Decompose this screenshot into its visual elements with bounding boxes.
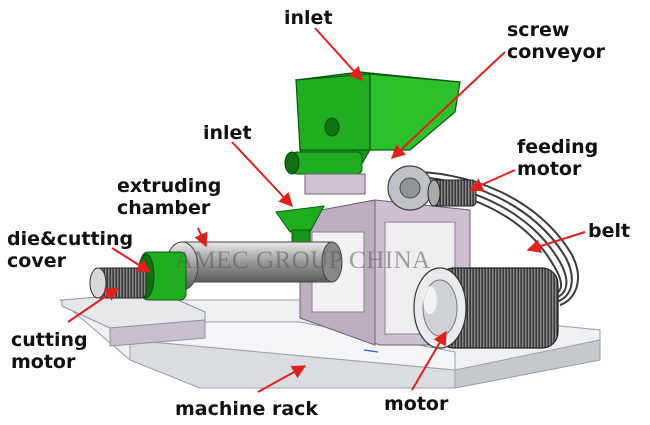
label-extruding-chamber: extruding chamber [117,175,222,219]
arrow-extruding-chamber [194,227,208,248]
inlet-small [275,205,325,243]
arrow-cutting-motor [67,287,120,323]
label-screw-conveyor: screw conveyor [507,19,605,63]
watermark: AMEC GROUP CHINA [175,247,431,274]
screw-conveyor [284,71,462,195]
main-motor [413,267,559,349]
arrow-feeding-motor [468,169,516,192]
label-machine-rack: machine rack [175,398,319,420]
pulley [387,165,433,211]
label-belt: belt [588,220,631,242]
label-inlet-top: inlet [284,7,333,29]
arrow-inlet-mid [231,141,293,208]
label-cutting-motor: cutting motor [11,329,88,373]
arrow-screw-conveyor [390,51,506,159]
arrow-die-cutting-cover [111,247,152,273]
arrow-belt [526,231,586,253]
label-inlet-mid: inlet [203,122,252,144]
label-feeding-motor: feeding motor [517,136,599,180]
arrow-motor [411,330,447,391]
arrow-inlet-top [314,27,363,82]
feeding-motor [427,179,477,207]
cutting-motor [89,267,147,299]
label-motor: motor [384,393,449,415]
annotation-arrows [67,27,586,393]
blue-marker [363,349,379,353]
arrow-machine-rack [257,365,307,393]
label-die-cutting-cover: die&cutting cover [7,228,134,272]
